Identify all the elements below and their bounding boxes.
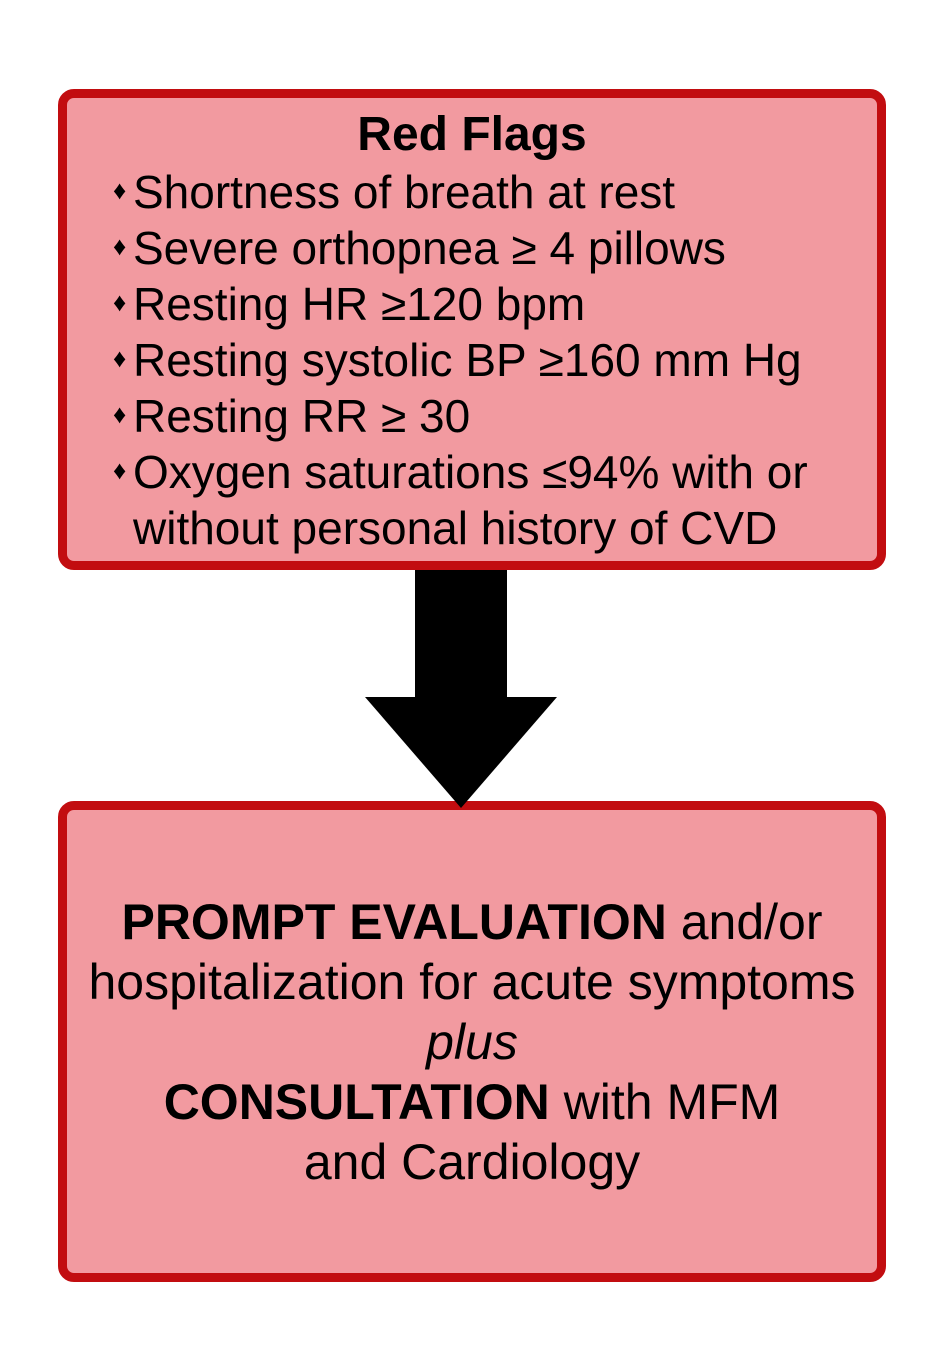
action-line-run: PROMPT EVALUATION <box>121 893 667 950</box>
down-arrow-icon <box>365 570 557 808</box>
diamond-bullet-icon: ♦ <box>113 175 127 205</box>
action-line-run: hospitalization for acute symptoms <box>88 953 856 1010</box>
red-flag-item: ♦Resting HR ≥120 bpm <box>113 276 859 332</box>
down-arrow-shape <box>365 570 557 808</box>
action-line: PROMPT EVALUATION and/or <box>79 892 865 952</box>
diamond-bullet-icon: ♦ <box>113 399 127 429</box>
action-line: hospitalization for acute symptoms <box>79 952 865 1012</box>
red-flag-text: Resting RR ≥ 30 <box>133 390 471 442</box>
action-line-run: and/or <box>666 893 823 950</box>
action-line-run: with MFM <box>549 1073 781 1130</box>
red-flag-text: Severe orthopnea ≥ 4 pillows <box>133 222 726 274</box>
action-line-run: and Cardiology <box>303 1133 641 1190</box>
red-flag-text: Resting systolic BP ≥160 mm Hg <box>133 334 802 386</box>
action-line: CONSULTATION with MFM <box>79 1072 865 1132</box>
red-flag-item: ♦Severe orthopnea ≥ 4 pillows <box>113 220 859 276</box>
action-line: plus <box>79 1012 865 1072</box>
action-line-run: plus <box>426 1013 518 1070</box>
action-line: and Cardiology <box>79 1132 865 1192</box>
red-flag-text: Resting HR ≥120 bpm <box>133 278 586 330</box>
red-flags-box: Red Flags ♦Shortness of breath at rest♦S… <box>58 89 886 570</box>
diamond-bullet-icon: ♦ <box>113 287 127 317</box>
diamond-bullet-icon: ♦ <box>113 455 127 485</box>
red-flag-item: ♦Resting RR ≥ 30 <box>113 388 859 444</box>
red-flag-item: ♦Oxygen saturations ≤94% with or without… <box>113 444 859 556</box>
red-flag-text: Oxygen saturations ≤94% with or without … <box>133 446 808 554</box>
red-flag-item: ♦Resting systolic BP ≥160 mm Hg <box>113 332 859 388</box>
red-flags-list: ♦Shortness of breath at rest♦Severe orth… <box>113 164 859 556</box>
diamond-bullet-icon: ♦ <box>113 343 127 373</box>
red-flag-item: ♦Shortness of breath at rest <box>113 164 859 220</box>
action-line-run: CONSULTATION <box>163 1073 550 1130</box>
diamond-bullet-icon: ♦ <box>113 231 127 261</box>
red-flag-text: Shortness of breath at rest <box>133 166 676 218</box>
red-flags-title: Red Flags <box>357 108 587 161</box>
